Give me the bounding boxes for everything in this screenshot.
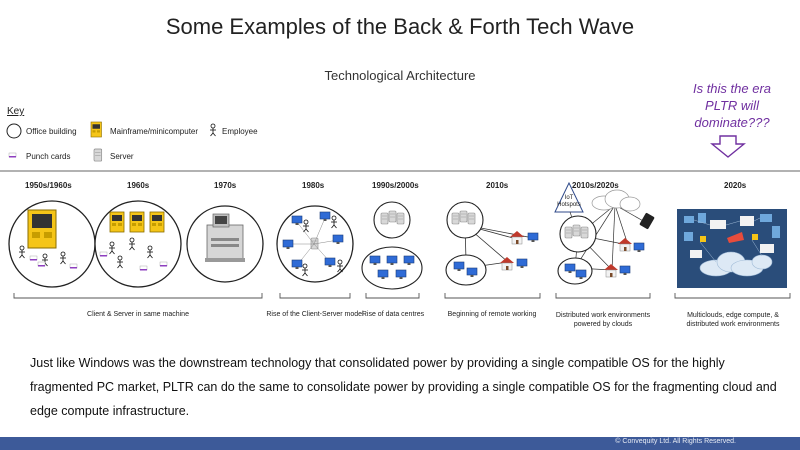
diagram-subtitle: Technological Architecture [324, 68, 476, 83]
era-question: Is this the era PLTR will dominate??? [672, 80, 792, 131]
key-label-employee: Employee [222, 127, 258, 136]
bracket-label-distributed: Distributed work environments powered by… [548, 311, 658, 329]
copyright-text: © Convequity Ltd. All Rights Reserved. [615, 438, 736, 445]
key-label-punch: Punch cards [26, 152, 71, 161]
distributed-line-1: Distributed work environments [555, 312, 651, 319]
era-label-1960s: 1960s [127, 181, 150, 190]
iot-line-2: Hotspots [557, 202, 581, 208]
key-server-icon [93, 148, 103, 162]
key-label-server: Server [110, 152, 134, 161]
bracket-label-remote: Beginning of remote working [447, 311, 537, 318]
page-title: Some Examples of the Back & Forth Tech W… [165, 14, 635, 39]
era-label-1970s: 1970s [214, 181, 237, 190]
key-label-mainframe: Mainframe/minicomputer [110, 127, 199, 136]
era-label-1950s: 1950s/1960s [25, 181, 72, 190]
bracket-label-client-server-model: Rise of the Client-Server model [266, 311, 364, 318]
key-title: Key [7, 106, 25, 117]
era-2010s-scene [445, 201, 539, 286]
era-1990s-scene [361, 201, 423, 290]
key-punch-card-icon [8, 152, 17, 158]
key-office-icon [6, 123, 22, 139]
key-employee-icon [209, 123, 217, 137]
era-label-1980s: 1980s [302, 181, 325, 190]
iot-hotspots-label: IoT Hotspots [553, 195, 585, 209]
bracket-label-data-centres: Rise of data centres [361, 311, 425, 318]
era-label-2010s: 2010s [486, 181, 509, 190]
multicloud-line-1: Multiclouds, edge compute, & [687, 312, 779, 319]
era-1970s-scene [186, 205, 264, 283]
body-paragraph: Just like Windows was the downstream tec… [30, 356, 777, 418]
down-arrow-icon [710, 135, 746, 158]
era-label-2010s-2020s: 2010s/2020s [572, 181, 619, 190]
era-1950s-scene [8, 200, 96, 288]
bracket-label-client-server-same: Client & Server in same machine [87, 311, 189, 318]
question-line-3: dominate??? [694, 115, 770, 130]
question-line-1: Is this the era [692, 81, 772, 96]
bracket-label-multicloud: Multiclouds, edge compute, & distributed… [673, 311, 793, 329]
era-1960s-scene [94, 200, 182, 288]
question-line-2: PLTR will [705, 98, 759, 113]
era-label-2020s: 2020s [724, 181, 747, 190]
era-label-1990s: 1990s/2000s [372, 181, 419, 190]
timeline-brackets [13, 293, 791, 299]
multicloud-line-2: distributed work environments [686, 321, 780, 328]
iot-line-1: IoT [564, 195, 574, 201]
distributed-line-2: powered by clouds [573, 321, 633, 328]
footer-bar: © Convequity Ltd. All Rights Reserved. [0, 437, 800, 450]
key-label-office: Office building [26, 127, 77, 136]
era-1980s-scene [276, 205, 354, 283]
key-mainframe-icon [90, 121, 102, 138]
era-2020s-image [677, 209, 787, 288]
era-2010s-2020s-scene [554, 181, 655, 285]
